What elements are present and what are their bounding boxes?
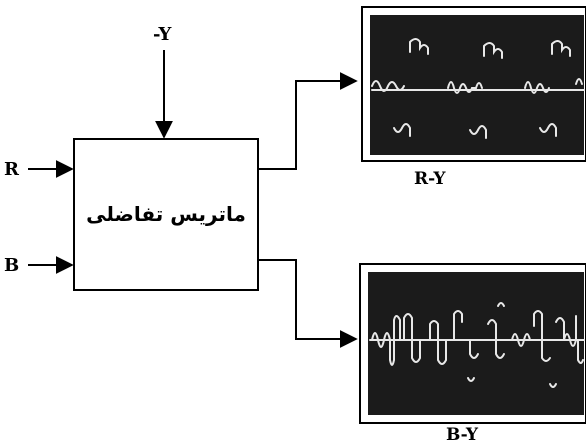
difference-matrix-block [73, 138, 259, 291]
block-label: ماتریس تفاضلی [86, 202, 246, 226]
input-label-r: R [4, 159, 20, 180]
output-label-r-minus-y: R-Y [414, 169, 446, 189]
arrow-b-minus-y-output [258, 259, 358, 348]
oscilloscope-r-minus-y [361, 6, 586, 162]
input-label-b: B [4, 255, 19, 276]
input-label-minus-y: -Y [153, 24, 172, 45]
oscilloscope-b-minus-y [359, 263, 586, 424]
output-label-b-minus-y: B-Y [446, 425, 479, 443]
arrow-r-minus-y-output [258, 72, 358, 170]
